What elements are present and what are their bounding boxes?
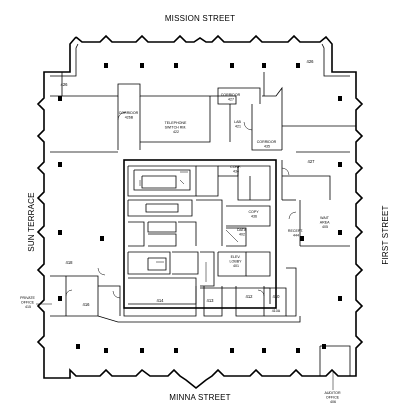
exterior-wall	[36, 34, 364, 390]
room-label-private-office: PRIVATE OFFICE 415	[20, 296, 36, 309]
door-swings	[65, 111, 297, 299]
room-label-418: 418	[66, 260, 74, 265]
room-labels: 426 426 CORRIDOR 426B TELEPHONE SWITCH R…	[20, 59, 341, 404]
room-label-lab-421: LAB 421	[234, 120, 242, 128]
room-label-410a: 410A	[272, 309, 281, 313]
room-label-telephone-switch: TELEPHONE SWITCH RM. 422	[165, 121, 188, 134]
street-label-east: FIRST STREET	[381, 205, 390, 264]
room-label-copy-436: COPY 436	[248, 210, 259, 218]
room-label-auditor-office: AUDITOR OFFICE 406	[324, 391, 341, 404]
room-label-conf-434: CONF. 434	[230, 165, 242, 173]
room-label-recept: RECEPT. 444	[288, 229, 304, 237]
room-label-data-402: DATA 402	[237, 228, 247, 236]
street-label-north: MISSION STREET	[165, 14, 235, 23]
room-label-wait-area: WAIT AREA 405	[320, 216, 331, 229]
street-label-west: SUN TERRACE	[27, 192, 36, 251]
room-label-413: 413	[207, 298, 215, 303]
room-label-corridor-427: CORRIDOR 427	[221, 93, 242, 101]
room-label-corridor-435: CORRIDOR 435	[257, 140, 278, 148]
interior-walls-north	[50, 72, 356, 201]
building-core	[123, 159, 277, 309]
room-label-410: 410	[273, 294, 281, 299]
room-label-416: 416	[83, 302, 91, 307]
street-label-south: MINNA STREET	[169, 393, 231, 402]
room-label-427: 427	[308, 159, 316, 164]
room-label-elev-lobby: ELEV. LOBBY 401	[230, 255, 243, 268]
room-label-414: 414	[157, 298, 165, 303]
room-label-426a: 426	[61, 82, 69, 87]
perimeter-columns	[58, 63, 342, 353]
room-label-412: 412	[246, 294, 254, 299]
room-label-corridor-426b: CORRIDOR 426B	[119, 111, 140, 119]
interior-walls-south	[50, 200, 351, 376]
room-label-426b: 426	[307, 59, 315, 64]
